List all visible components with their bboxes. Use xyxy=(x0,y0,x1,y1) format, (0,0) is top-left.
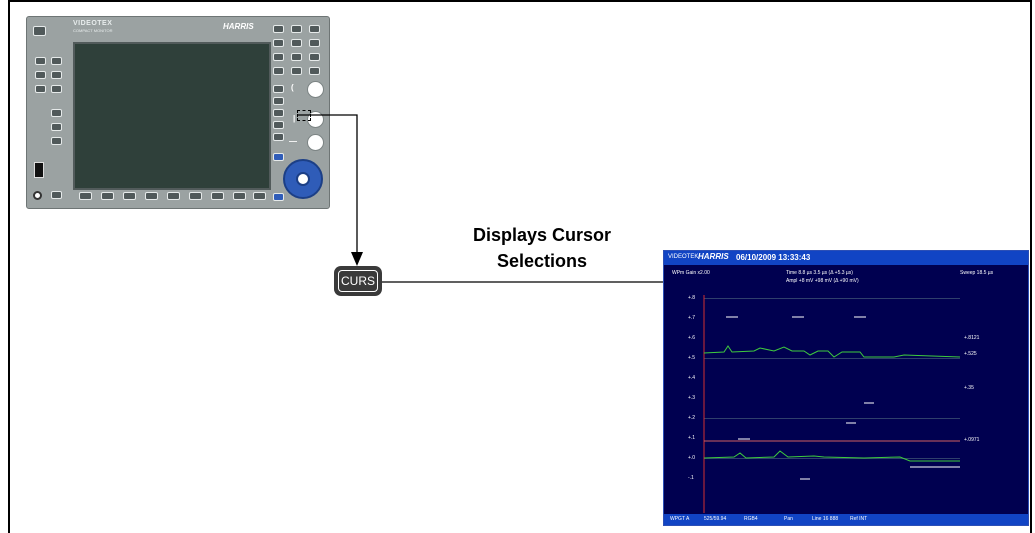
left-key[interactable] xyxy=(35,71,46,79)
right-key[interactable] xyxy=(309,25,320,33)
right-value-label: +.8121 xyxy=(964,335,980,341)
left-key[interactable] xyxy=(51,191,62,199)
right-key[interactable] xyxy=(291,39,302,47)
y-label: +.1 xyxy=(688,435,696,441)
display-datetime: 06/10/2009 13:33:43 xyxy=(736,253,811,262)
right-key[interactable] xyxy=(309,53,320,61)
left-key[interactable] xyxy=(51,85,62,93)
monitor-device: VIDEOTEX COMPACT MONITOR HARRIS ( | — xyxy=(26,16,330,209)
time-cursor-info: Time 8.8 µs 3.5 µs (Δ +5.3 µs) xyxy=(786,270,853,276)
upper-knob[interactable] xyxy=(307,81,324,98)
graticule-line xyxy=(704,298,960,299)
left-key[interactable] xyxy=(35,85,46,93)
left-key[interactable] xyxy=(51,109,62,117)
bottom-key[interactable] xyxy=(123,192,136,200)
waveform-trace-upper xyxy=(703,345,961,358)
caption-line-1: Displays Cursor xyxy=(472,225,612,245)
left-key[interactable] xyxy=(51,57,62,65)
analyzer-display: VIDEOTEK HARRIS 06/10/2009 13:33:43 WPm … xyxy=(663,250,1029,526)
curs-button[interactable]: CURS xyxy=(334,266,382,296)
waveform-trace-lower xyxy=(703,450,960,462)
right-value-label: +.525 xyxy=(964,351,977,357)
display-footer: WPGT A 525/59.94 RGB4 Pan Line 16 888 Re… xyxy=(664,514,1028,525)
graticule-line xyxy=(704,458,960,459)
left-key[interactable] xyxy=(35,57,46,65)
diagram-frame xyxy=(8,0,1032,533)
right-key[interactable] xyxy=(273,39,284,47)
device-subtitle: COMPACT MONITOR xyxy=(73,28,113,33)
bottom-key[interactable] xyxy=(211,192,224,200)
gain-info: WPm Gain x2.00 xyxy=(672,270,710,276)
right-key[interactable] xyxy=(273,67,284,75)
lower-knob[interactable] xyxy=(307,134,324,151)
right-value-label: +.35 xyxy=(964,385,974,391)
dpad-control[interactable] xyxy=(283,159,323,199)
bottom-key[interactable] xyxy=(101,192,114,200)
y-label: +.6 xyxy=(688,335,696,341)
y-label: +.8 xyxy=(688,295,696,301)
footer-item: Pan xyxy=(784,516,793,522)
bottom-key[interactable] xyxy=(167,192,180,200)
graticule-line xyxy=(704,418,960,419)
y-label: +.3 xyxy=(688,395,696,401)
right-key[interactable] xyxy=(291,67,302,75)
footer-item: Ref INT xyxy=(850,516,868,522)
left-key[interactable] xyxy=(51,71,62,79)
dpad-select-icon[interactable] xyxy=(296,172,310,186)
device-to-curs-line xyxy=(298,114,358,263)
y-label: +.5 xyxy=(688,355,696,361)
bracket-icon: ( xyxy=(291,83,294,92)
left-key[interactable] xyxy=(51,137,62,145)
right-key[interactable] xyxy=(291,53,302,61)
caption-line-2: Selections xyxy=(496,251,588,271)
down-arrowhead xyxy=(351,252,363,266)
power-key[interactable] xyxy=(33,26,46,36)
display-header: VIDEOTEK HARRIS 06/10/2009 13:33:43 xyxy=(664,251,1028,265)
curs-key[interactable] xyxy=(273,109,284,117)
bar-icon: | xyxy=(293,114,296,123)
dash-icon: — xyxy=(289,137,297,146)
footer-item: RGB4 xyxy=(744,516,758,522)
device-brand: HARRIS xyxy=(223,22,254,31)
right-key[interactable] xyxy=(273,97,284,105)
bottom-key[interactable] xyxy=(145,192,158,200)
bottom-key[interactable] xyxy=(79,192,92,200)
right-key[interactable] xyxy=(273,133,284,141)
display-brand: HARRIS xyxy=(698,252,729,261)
footer-item: 525/59.94 xyxy=(704,516,727,522)
right-key[interactable] xyxy=(273,85,284,93)
caption-text: Displays Cursor Selections xyxy=(442,222,642,274)
device-screen xyxy=(73,42,271,190)
sweep-info: Sweep 18.5 µs xyxy=(960,270,994,276)
y-label: +.7 xyxy=(688,315,696,321)
footer-item: WPGT A xyxy=(670,516,690,522)
right-value-label: +.0971 xyxy=(964,437,980,443)
bottom-key[interactable] xyxy=(253,192,266,200)
y-label: +.0 xyxy=(688,455,696,461)
right-key[interactable] xyxy=(291,25,302,33)
display-vendor: VIDEOTEK xyxy=(668,254,699,260)
blue-key[interactable] xyxy=(273,153,284,161)
y-label: +.4 xyxy=(688,375,696,381)
left-key[interactable] xyxy=(51,123,62,131)
right-key[interactable] xyxy=(273,121,284,129)
waveform-plot xyxy=(703,295,961,513)
right-key[interactable] xyxy=(273,53,284,61)
bottom-key[interactable] xyxy=(189,192,202,200)
curs-button-label: CURS xyxy=(338,270,378,292)
right-key[interactable] xyxy=(273,25,284,33)
ampl-cursor-info: Ampl +8 mV +98 mV (Δ +90 mV) xyxy=(786,278,859,284)
device-logo: VIDEOTEX xyxy=(73,20,113,27)
y-label: -.1 xyxy=(688,475,694,481)
y-label: +.2 xyxy=(688,415,696,421)
blue-key[interactable] xyxy=(273,193,284,201)
right-key[interactable] xyxy=(309,67,320,75)
usb-port-icon xyxy=(34,162,44,178)
bottom-key[interactable] xyxy=(233,192,246,200)
headphone-jack-icon xyxy=(33,191,42,200)
right-key[interactable] xyxy=(309,39,320,47)
graticule-line xyxy=(704,358,960,359)
footer-item: Line 16 888 xyxy=(812,516,839,522)
